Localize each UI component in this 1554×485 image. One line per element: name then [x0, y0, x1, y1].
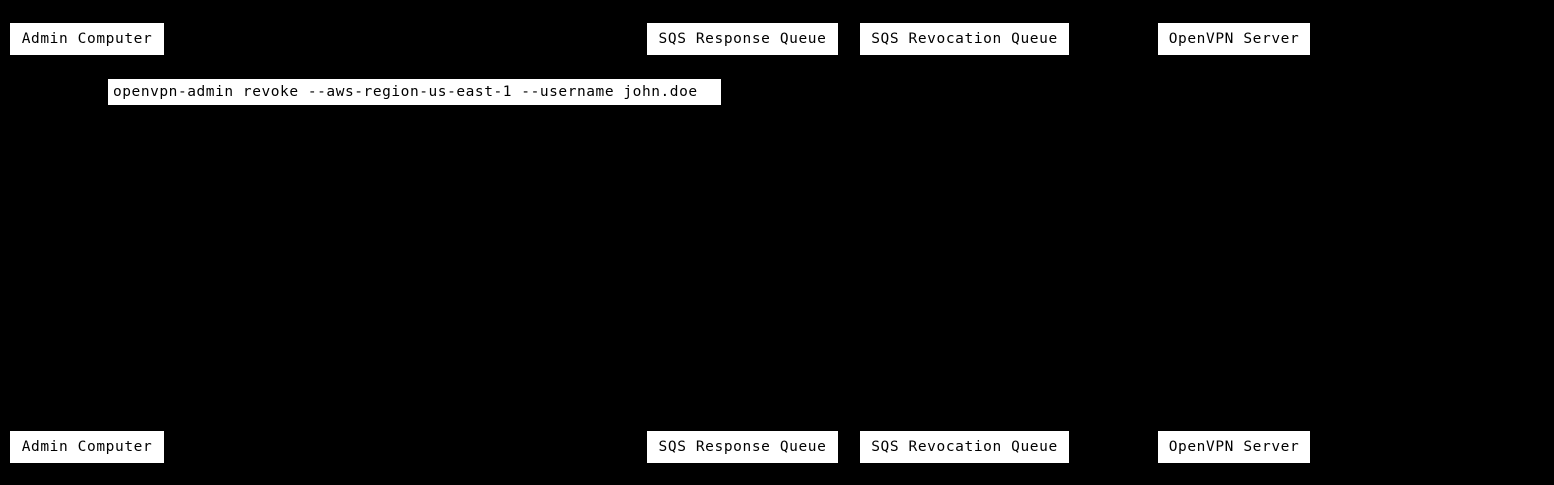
participant-label: OpenVPN Server [1168, 438, 1300, 455]
message-text: openvpn-admin revoke --aws-region-us-eas… [113, 83, 698, 100]
lifeline-sqs-response-queue [742, 55, 743, 431]
participant-sqs-revocation-queue-bottom[interactable]: SQS Revocation Queue [860, 431, 1069, 463]
participant-label: OpenVPN Server [1168, 30, 1300, 47]
participant-sqs-response-queue-top[interactable]: SQS Response Queue [647, 23, 838, 55]
participant-admin-computer-bottom[interactable]: Admin Computer [10, 431, 164, 463]
participant-label: SQS Revocation Queue [871, 438, 1058, 455]
participant-label: SQS Revocation Queue [871, 30, 1058, 47]
participant-admin-computer-top[interactable]: Admin Computer [10, 23, 164, 55]
participant-label: SQS Response Queue [658, 438, 827, 455]
participant-openvpn-server-bottom[interactable]: OpenVPN Server [1158, 431, 1310, 463]
lifeline-admin-computer [87, 55, 88, 431]
participant-openvpn-server-top[interactable]: OpenVPN Server [1158, 23, 1310, 55]
lifeline-sqs-revocation-queue [964, 55, 965, 431]
message-label-revoke-command[interactable]: openvpn-admin revoke --aws-region-us-eas… [108, 79, 721, 105]
participant-sqs-revocation-queue-top[interactable]: SQS Revocation Queue [860, 23, 1069, 55]
message-arrow-revoke-command [87, 105, 742, 106]
participant-label: SQS Response Queue [658, 30, 827, 47]
participant-sqs-response-queue-bottom[interactable]: SQS Response Queue [647, 431, 838, 463]
participant-label: Admin Computer [21, 30, 153, 47]
participant-label: Admin Computer [21, 438, 153, 455]
lifeline-openvpn-server [1234, 55, 1235, 431]
